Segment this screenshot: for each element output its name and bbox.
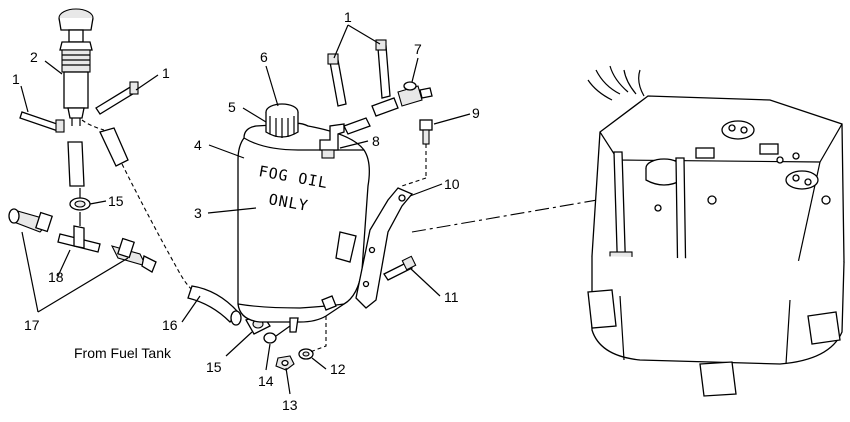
callout-8: 8: [372, 133, 380, 149]
part-7-check-valve: [397, 81, 433, 107]
pump-outlet-hoses: [67, 119, 129, 187]
callout-3: 3: [194, 205, 202, 221]
part-16-hose: [187, 285, 242, 326]
callout-6: 6: [260, 49, 268, 65]
callout-16: 16: [162, 317, 178, 333]
part-10-bracket: [335, 187, 414, 309]
part-1-clamp-right: [95, 81, 139, 115]
callout-4: 4: [194, 137, 202, 153]
part-18-tee-fitting: [57, 212, 101, 253]
part-1-clamp-top-b: [375, 39, 391, 99]
part-8-elbow-fitting: [319, 123, 345, 159]
callout-1-top: 1: [344, 9, 352, 25]
part-17-hose-right: [110, 237, 157, 273]
callout-labels: 1 2 1 1 6 7 5 9 8 4 10 3 15 18 11 17 16 …: [12, 9, 480, 413]
callout-9: 9: [472, 105, 480, 121]
callout-5: 5: [228, 99, 236, 115]
part-15-clamp-left: [69, 188, 91, 211]
fuel-line-dashed: [121, 163, 211, 298]
callout-17: 17: [24, 317, 40, 333]
callout-15-bottom: 15: [206, 359, 222, 375]
callout-1-left: 1: [12, 71, 20, 87]
callout-14: 14: [258, 373, 274, 389]
part-1-clamp-left: [19, 111, 65, 133]
mount-line: [309, 316, 327, 353]
callout-1-right: 1: [162, 65, 170, 81]
small-hoses: [343, 97, 399, 135]
callout-7: 7: [414, 41, 422, 57]
callout-10: 10: [444, 176, 460, 192]
caption-from-fuel-tank: From Fuel Tank: [74, 345, 172, 361]
part-2-pump-assembly: [58, 8, 94, 126]
part-6-cap: [265, 103, 299, 138]
leader-lines: [20, 24, 471, 395]
part-17-hose-left: [8, 208, 53, 233]
callout-13: 13: [282, 397, 298, 413]
callout-2: 2: [30, 49, 38, 65]
part-4-oil-tank: FOG OIL ONLY: [237, 122, 370, 333]
vehicle-oil-tank-installed: [587, 65, 845, 397]
callout-12: 12: [330, 361, 346, 377]
callout-18: 18: [48, 269, 64, 285]
part-12-washer: [298, 348, 314, 360]
part-14-fitting: [263, 325, 291, 344]
part-1-clamp-top-a: [327, 53, 347, 107]
part-11-bolt: [383, 255, 417, 281]
callout-11: 11: [444, 289, 459, 305]
part-13-nut: [275, 355, 295, 371]
callout-15-left: 15: [108, 193, 124, 209]
part-9-bolt: [401, 119, 433, 187]
